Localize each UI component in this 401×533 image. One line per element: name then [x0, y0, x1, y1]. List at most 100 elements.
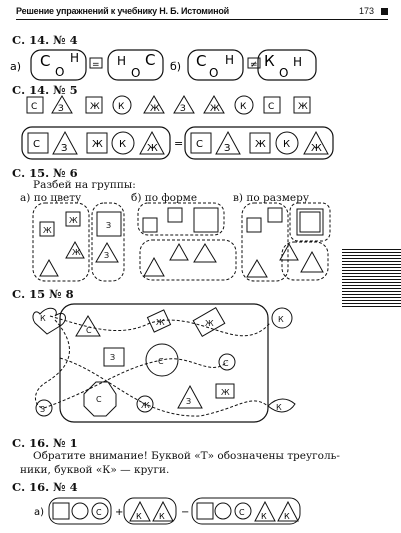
- svg-text:К: К: [119, 139, 126, 150]
- box-4: [257, 49, 317, 81]
- svg-text:Ж: Ж: [72, 248, 81, 257]
- svg-text:Ж: Ж: [255, 139, 266, 150]
- svg-text:С: С: [196, 52, 206, 70]
- svg-text:Ж: Ж: [221, 388, 230, 397]
- heart-shape: [32, 307, 66, 335]
- svg-text:К: К: [240, 102, 247, 112]
- svg-text:К: К: [159, 512, 165, 521]
- svg-text:О: О: [279, 66, 288, 80]
- right-group: [184, 126, 334, 160]
- svg-text:Н: Н: [225, 53, 234, 67]
- running-title: Решение упражнений к учебнику Н. Б. Исто…: [16, 6, 229, 16]
- svg-text:Н: Н: [293, 55, 302, 69]
- svg-text:К: К: [40, 314, 46, 323]
- section-title: С. 15. № 6: [12, 166, 78, 180]
- svg-text:К: К: [264, 52, 275, 70]
- svg-text:С: С: [40, 52, 50, 70]
- paragraph-line-1: Обратите внимание! Буквой «Т» обозначены…: [33, 450, 340, 462]
- box-1: [30, 49, 87, 81]
- svg-text:Н: Н: [117, 54, 126, 68]
- svg-text:+: +: [115, 507, 123, 518]
- svg-text:О: О: [55, 65, 64, 79]
- prompt: Разбей на группы:: [33, 179, 136, 191]
- svg-text:З: З: [106, 221, 111, 230]
- svg-text:Ж: Ж: [43, 226, 52, 235]
- svg-text:О: О: [209, 66, 218, 80]
- svg-text:Ж: Ж: [311, 143, 322, 154]
- svg-text:О: О: [131, 66, 140, 80]
- svg-text:З: З: [110, 353, 115, 362]
- svg-text:С: С: [239, 508, 245, 517]
- eq-sign-box: [89, 57, 103, 69]
- svg-text:К: К: [284, 512, 290, 521]
- svg-text:Ж: Ж: [141, 401, 150, 410]
- svg-text:С: С: [96, 508, 102, 517]
- svg-text:К: К: [136, 512, 142, 521]
- svg-text:С: С: [96, 395, 102, 404]
- outer-frame: [59, 303, 269, 423]
- header-rule: [16, 19, 388, 20]
- box-2: [107, 49, 164, 81]
- svg-text:С: С: [268, 102, 274, 112]
- section-title: С. 14. № 4: [12, 33, 78, 47]
- page-header: Решение упражнений к учебнику Н. Б. Исто…: [16, 6, 388, 20]
- group-c-label: в) по размеру: [233, 192, 309, 204]
- ex-16-4-figure: а) С + К К − С К К: [34, 497, 301, 525]
- neq-sign-box: [247, 57, 261, 69]
- edge-tab-stripes: [342, 249, 401, 307]
- section-title: С. 15 № 8: [12, 287, 74, 301]
- box-3: [187, 49, 244, 81]
- section-title: С. 14. № 5: [12, 83, 78, 97]
- svg-text:Ж: Ж: [210, 104, 220, 114]
- page-number: 173: [358, 6, 374, 16]
- svg-text:Ж: Ж: [298, 102, 308, 112]
- svg-text:З: З: [58, 104, 64, 114]
- svg-text:С: С: [196, 139, 203, 150]
- svg-text:Ж: Ж: [150, 104, 160, 114]
- svg-text:≠: ≠: [250, 60, 258, 70]
- svg-text:Ж: Ж: [156, 318, 165, 327]
- svg-text:С: С: [86, 326, 92, 335]
- svg-text:К: К: [261, 512, 267, 521]
- svg-text:С: С: [158, 357, 164, 366]
- svg-text:Ж: Ж: [90, 102, 100, 112]
- svg-text:С: С: [33, 139, 40, 150]
- svg-text:К: К: [278, 315, 284, 324]
- paragraph-line-2: ники, буквой «К» — круги.: [20, 464, 170, 476]
- svg-text:С: С: [31, 102, 37, 112]
- leaf-shape: [267, 398, 296, 413]
- group-a-label: а) по цвету: [20, 192, 82, 204]
- svg-text:З: З: [104, 251, 109, 260]
- svg-text:З: З: [186, 397, 191, 406]
- label-a: а): [10, 60, 21, 73]
- svg-text:С: С: [145, 51, 155, 69]
- svg-text:З: З: [224, 143, 230, 154]
- svg-text:Ж: Ж: [205, 319, 214, 328]
- svg-text:К: К: [276, 403, 282, 412]
- svg-text:а): а): [34, 507, 44, 518]
- section-title: С. 16. № 1: [12, 436, 78, 450]
- group-b-label: б) по форме: [131, 192, 198, 204]
- svg-text:С: С: [223, 359, 229, 368]
- left-group: [21, 126, 171, 160]
- svg-text:Ж: Ж: [147, 143, 158, 154]
- svg-text:З: З: [61, 143, 67, 154]
- header-marker: [381, 8, 388, 15]
- svg-text:Н: Н: [70, 51, 79, 65]
- ex-14-4-figure: а) С Н О = Н С О б) С Н О ≠ К Н О: [10, 49, 317, 81]
- svg-text:К: К: [118, 102, 125, 112]
- svg-text:=: =: [174, 137, 183, 150]
- section-title: С. 16. № 4: [12, 480, 78, 494]
- svg-text:Ж: Ж: [92, 139, 103, 150]
- label-b: б): [170, 60, 181, 73]
- svg-text:−: −: [181, 507, 189, 518]
- ex-15-8-figure: К С Ж Ж К З С С З С Ж З Ж К: [32, 303, 296, 423]
- connecting-paths: [35, 315, 271, 417]
- svg-text:З: З: [180, 104, 186, 114]
- svg-text:=: =: [92, 60, 100, 70]
- svg-text:К: К: [283, 139, 290, 150]
- svg-text:З: З: [40, 405, 45, 414]
- svg-text:Ж: Ж: [69, 216, 78, 225]
- ex-15-6-figure: Ж Ж З Ж З: [32, 202, 331, 282]
- ex-14-5-figure: С З Ж К Ж З Ж К С Ж С З Ж К Ж = С З Ж К …: [21, 95, 334, 160]
